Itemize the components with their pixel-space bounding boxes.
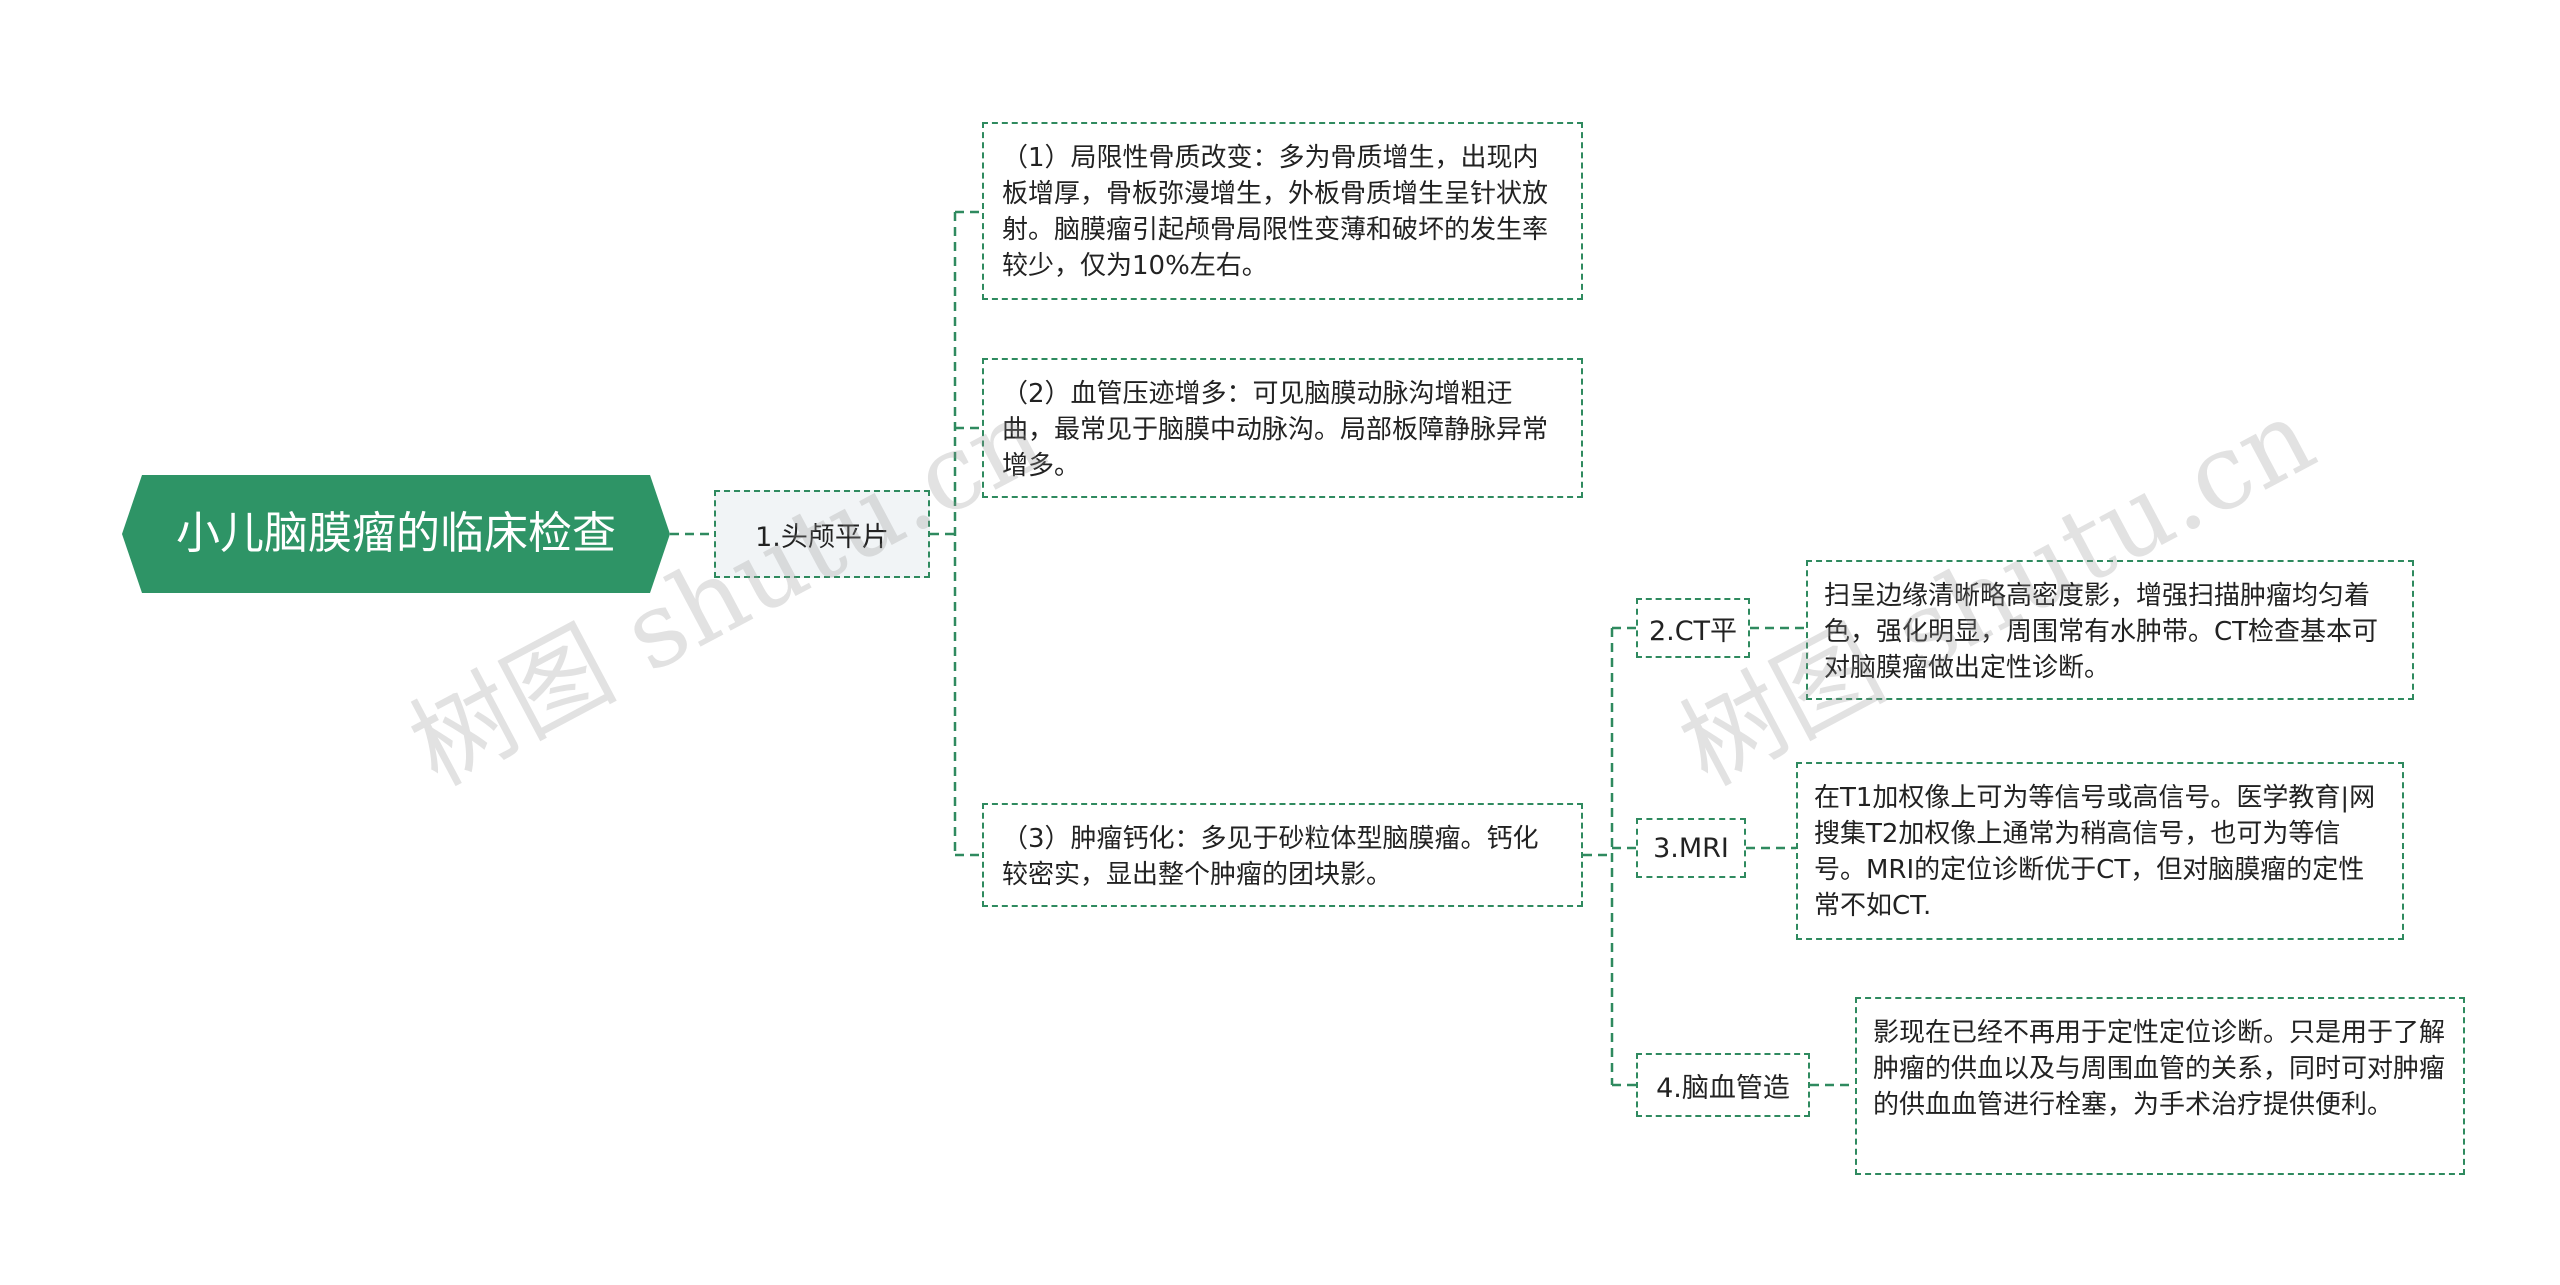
sub-label-3: 4.脑血管造 xyxy=(1656,1072,1790,1104)
detail-node-mri[interactable]: 在T1加权像上可为等信号或高信号。医学教育|网搜集T2加权像上通常为稍高信号，也… xyxy=(1796,762,2404,940)
item-text-3: （3）肿瘤钙化：多见于砂粒体型脑膜瘤。钙化较密实，显出整个肿瘤的团块影。 xyxy=(1002,824,1539,890)
sub-label-1: 2.CT平 xyxy=(1648,615,1738,647)
root-shape xyxy=(122,475,670,593)
sub-node-angiography[interactable]: 4.脑血管造 xyxy=(1636,1053,1810,1117)
detail-text-2: 在T1加权像上可为等信号或高信号。医学教育|网搜集T2加权像上通常为稍高信号，也… xyxy=(1814,783,2376,921)
sub-node-mri[interactable]: 3.MRI xyxy=(1636,818,1746,878)
sub-label-2: 3.MRI xyxy=(1653,832,1729,864)
item-text-1: （1）局限性骨质改变：多为骨质增生，出现内板增厚，骨板弥漫增生，外板骨质增生呈针… xyxy=(1002,143,1549,281)
branch-label: 1.头颅平片 xyxy=(755,521,889,553)
root-node[interactable]: 小儿脑膜瘤的临床检查 xyxy=(122,475,670,593)
detail-node-angiography[interactable]: 影现在已经不再用于定性定位诊断。只是用于了解肿瘤的供血以及与周围血管的关系，同时… xyxy=(1855,997,2465,1175)
detail-text-1: 扫呈边缘清晰略高密度影，增强扫描肿瘤均匀着色，强化明显，周围常有水肿带。CT检查… xyxy=(1824,581,2379,683)
root-label: 小儿脑膜瘤的临床检查 xyxy=(176,508,616,559)
branch-node-skull-xray[interactable]: 1.头颅平片 xyxy=(714,490,930,578)
item-node-1[interactable]: （1）局限性骨质改变：多为骨质增生，出现内板增厚，骨板弥漫增生，外板骨质增生呈针… xyxy=(982,122,1583,300)
sub-node-ct[interactable]: 2.CT平 xyxy=(1636,598,1750,658)
detail-text-3: 影现在已经不再用于定性定位诊断。只是用于了解肿瘤的供血以及与周围血管的关系，同时… xyxy=(1873,1018,2446,1120)
detail-node-ct[interactable]: 扫呈边缘清晰略高密度影，增强扫描肿瘤均匀着色，强化明显，周围常有水肿带。CT检查… xyxy=(1806,560,2414,700)
item-node-3[interactable]: （3）肿瘤钙化：多见于砂粒体型脑膜瘤。钙化较密实，显出整个肿瘤的团块影。 xyxy=(982,803,1583,907)
item-text-2: （2）血管压迹增多：可见脑膜动脉沟增粗迂曲，最常见于脑膜中动脉沟。局部板障静脉异… xyxy=(1002,379,1549,481)
item-node-2[interactable]: （2）血管压迹增多：可见脑膜动脉沟增粗迂曲，最常见于脑膜中动脉沟。局部板障静脉异… xyxy=(982,358,1583,498)
